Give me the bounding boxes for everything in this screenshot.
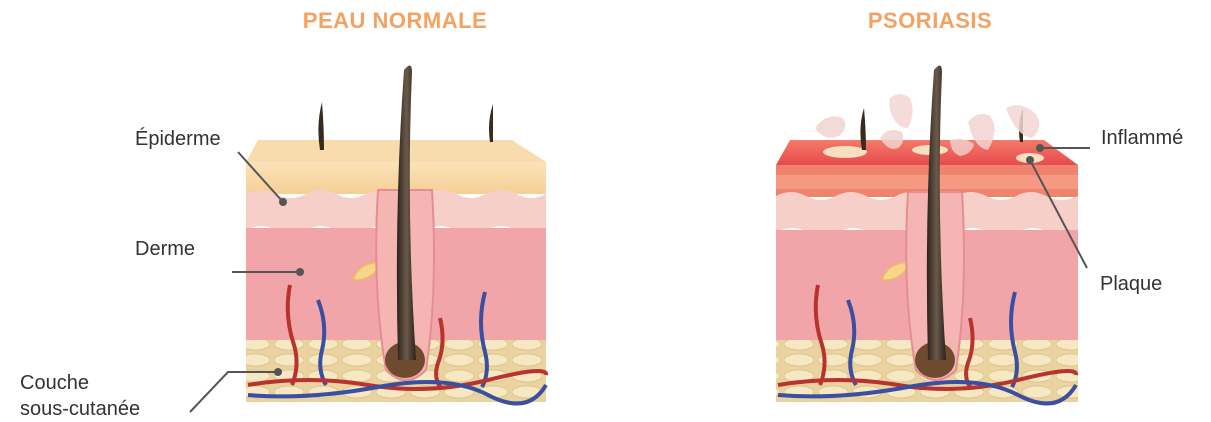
couche-leader-dot xyxy=(274,368,282,376)
plaque-patch-1 xyxy=(823,146,867,158)
small-hair-left xyxy=(318,102,324,150)
inflamme-leader-dot xyxy=(1036,144,1044,152)
normal-skin-block xyxy=(246,65,546,403)
skin-flake-1 xyxy=(815,116,845,137)
psoriasis-epidermis-band xyxy=(776,175,1078,189)
derme-leader-dot xyxy=(296,268,304,276)
plaque-leader-dot xyxy=(1026,156,1034,164)
skin-flake-5 xyxy=(1006,105,1039,138)
skin-flake-3 xyxy=(889,94,912,128)
psoriasis-skin-block xyxy=(776,65,1078,403)
psoriasis-small-hair-left xyxy=(860,108,866,150)
epidermis-top-surface xyxy=(246,140,546,162)
small-hair-right xyxy=(489,104,493,142)
epiderme-leader-dot xyxy=(279,198,287,206)
